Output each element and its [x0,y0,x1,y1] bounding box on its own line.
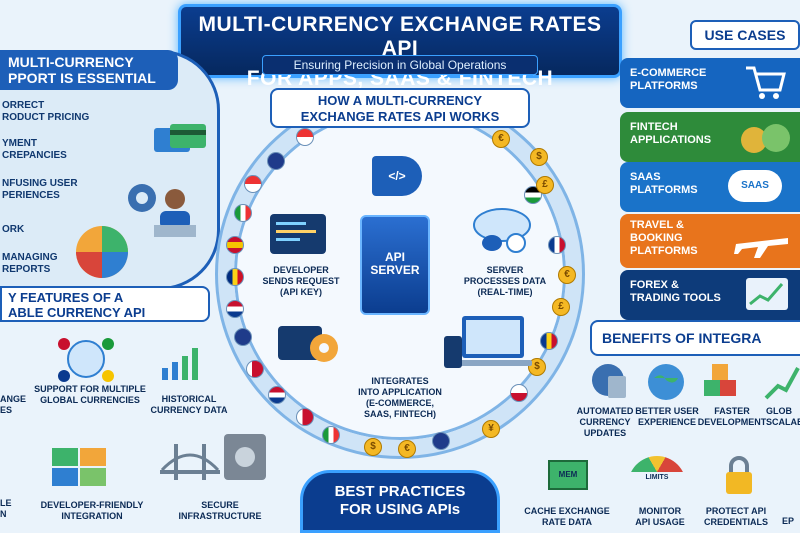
coin-icon: $ [528,358,546,376]
bridge-icon [160,430,220,490]
devices-icon [444,314,534,374]
flag-icon [510,384,528,402]
flag-icon [226,268,244,286]
flag-uk-icon [234,328,252,346]
globe-network-icon [56,334,116,384]
title-subtitle: Ensuring Precision in Global Operations [262,55,538,75]
features-heading-line-2: ABLE CURRENCY API [8,305,146,320]
developer-icon [150,185,200,240]
developer-request-label: DEVELOPER SENDS REQUEST (API KEY) [262,265,340,297]
features-heading-line-1: Y FEATURES OF A [8,290,124,305]
feature-label: SUPPORT FOR MULTIPLE GLOBAL CURRENCIES [34,384,146,405]
gear-icon [120,176,164,220]
best-practice-label: PROTECT API CREDENTIALS [703,506,768,527]
title-line-1: MULTI-CURRENCY EXCHANGE RATES API [198,13,602,60]
left-heading-line-1: MULTI-CURRENCY [8,54,134,70]
flag-icon [246,360,264,378]
flag-icon [540,332,558,350]
flag-icon [226,300,244,318]
credit-card-icon [150,120,210,160]
best-practice-label: EP [782,516,795,526]
coin-icon: $ [530,148,548,166]
bp-heading-line-1: BEST PRACTICES [334,483,466,500]
gauge-icon: LIMITS [628,456,686,488]
features-heading: Y FEATURES OF A ABLE CURRENCY API [0,286,210,322]
puzzle-icon [50,446,110,488]
left-heading: MULTI-CURRENCY PPORT IS ESSENTIAL [0,50,178,90]
scalability-chart-icon [764,362,800,402]
lock-icon [722,456,756,496]
best-practice-label: MONITOR API USAGE [635,506,685,527]
flag-uk-icon [267,152,285,170]
benefits-heading: BENEFITS OF INTEGRA [590,320,800,356]
benefit-label: AUTOMATED CURRENCY UPDATES [576,406,634,438]
memory-chip-icon: MEM [548,460,588,490]
benefit-label: GLOB SCALAB [766,406,800,427]
cloud-icon: SAAS [728,170,782,202]
how-heading-line-2: EXCHANGE RATES API WORKS [300,109,500,124]
flag-icon [226,236,244,254]
benefit-label: FASTER DEVELOPMENT [697,406,767,427]
coin-icon: € [492,130,510,148]
flag-icon [296,128,314,146]
globe-icon [644,360,688,404]
coin-icon: £ [552,298,570,316]
left-item: ORK [2,224,25,235]
coin-icon: ¥ [482,420,500,438]
coin-icon: £ [536,176,554,194]
use-case-ecommerce: E-COMMERCE PLATFORMS [620,58,800,108]
api-server-icon: API SERVER [360,215,430,315]
left-item: ORRECT RODUCT PRICING [2,100,90,123]
feature-label: LE N [0,498,12,519]
cloud-database-icon [468,205,532,255]
server-processes-label: SERVER PROCESSES DATA (REAL-TIME) [463,265,547,297]
flag-icon [234,204,252,222]
flag-icon [244,175,262,193]
left-item: MANAGING REPORTS [2,252,58,275]
left-item: NFUSING USER PERIENCES [2,178,78,201]
flag-icon [548,236,566,254]
shopping-cart-icon [742,62,786,102]
how-heading-line-1: HOW A MULTI-CURRENCY [317,93,483,108]
coin-icon: € [558,266,576,284]
blocks-icon [700,360,744,404]
auto-update-icon [586,358,630,402]
flag-icon [268,386,286,404]
code-window-icon [268,212,328,256]
best-practice-label: CACHE EXCHANGE RATE DATA [524,506,610,527]
feature-label: HISTORICAL CURRENCY DATA [150,394,228,415]
how-it-works-heading: HOW A MULTI-CURRENCY EXCHANGE RATES API … [270,88,530,128]
bp-heading-line-2: FOR USING APIs [339,501,461,518]
left-heading-line-2: PPORT IS ESSENTIAL [8,70,156,86]
feature-label: SECURE INFRASTRUCTURE [178,500,262,521]
feature-label: ANGE ES [0,394,27,415]
coin-icon: € [398,440,416,458]
pie-chart-icon [72,222,132,282]
airplane-icon [732,222,792,262]
growth-chart-icon [156,340,206,384]
safe-icon [222,432,268,482]
coin-icon: $ [364,438,382,456]
code-gate-icon: </> [372,156,422,196]
integrates-label: INTEGRATES INTO APPLICATION (E-COMMERCE,… [358,376,442,419]
left-item: YMENT CREPANCIES [2,138,67,161]
feature-label: DEVELOPER-FRIENDLY INTEGRATION [40,500,144,521]
money-bags-icon [738,116,792,156]
gear-code-icon [276,322,346,366]
best-practices-heading: BEST PRACTICES FOR USING APIs [300,470,500,533]
flag-icon [322,426,340,444]
trading-chart-icon [742,274,792,314]
use-cases-heading: USE CASES [690,20,800,50]
flag-icon [432,432,450,450]
benefit-label: BETTER USER EXPERIENCE [635,406,699,427]
flag-icon [296,408,314,426]
